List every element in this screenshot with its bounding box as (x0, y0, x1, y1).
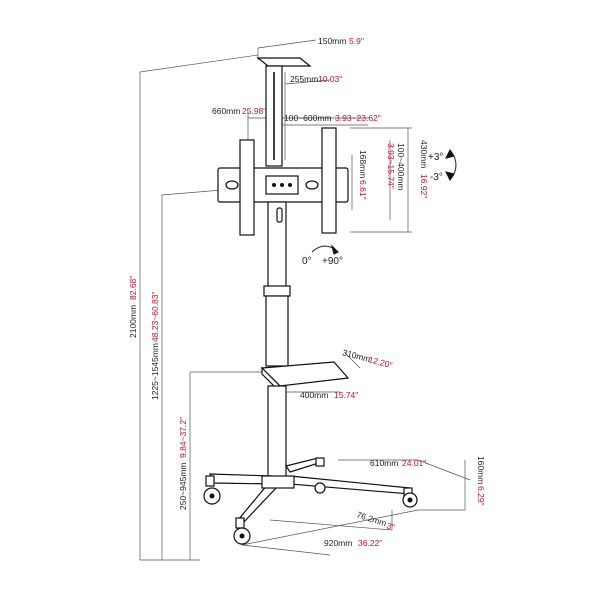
base-width-dim-line (241, 509, 419, 546)
shelf-width-label-in: 15.74" (334, 390, 358, 400)
base-depth-label-mm: 610mm (370, 458, 398, 468)
vesa-h-label-mm: 100~600mm (284, 113, 332, 123)
pole-knob (276, 207, 283, 223)
base-height-label: 160mm 6.29" (476, 456, 486, 506)
mount-slot-right (305, 180, 319, 190)
base-height-label-mm: 160mm (476, 456, 486, 484)
vesa-h-label-in: 3.93~23.62" (335, 113, 381, 123)
mount-range-label-mm: 1225~1545mm (150, 343, 160, 400)
pole-top-label-in: 10.03" (318, 74, 342, 84)
vesa-v-label-mm: 100~400mm (396, 143, 406, 191)
vesa-v-label-in: 3.93~15.74" (386, 143, 396, 189)
mount-height-top-leader (161, 189, 223, 196)
mount-arm-left (239, 139, 255, 236)
rail-height-label-in: 6.61" (358, 180, 368, 200)
caster-left (203, 475, 221, 505)
tilt-up-label: +3° (428, 152, 443, 163)
caster-back (314, 457, 326, 494)
base-hub (261, 475, 295, 489)
main-pole-lower (265, 295, 289, 367)
bottom-pole (267, 385, 287, 479)
mount-width-label-in: 25.98" (242, 106, 266, 116)
mount-range-label: 1225~1545mm 48.23~60.83" (150, 291, 160, 400)
total-height-label-in: 82.68" (128, 276, 138, 300)
mount-bolt (288, 183, 292, 187)
top-bracket (256, 57, 312, 67)
mount-range-label-in: 48.23~60.83" (150, 291, 160, 342)
shelf-depth-label-in: 12.20" (367, 354, 393, 370)
caster-front (233, 517, 251, 545)
shelf-depth-label-mm: 310mm (341, 347, 371, 364)
rail-height-label: 168mm 6.61" (358, 150, 368, 200)
rotate-arrow-head (331, 244, 339, 255)
base-width-label-mm: 920mm (324, 538, 352, 548)
top-bracket-label-in: 5.9" (349, 36, 364, 46)
tilt-down-label: -3° (430, 172, 443, 183)
pole-collar (263, 285, 291, 297)
vesa-v-label: 100~400mm 3.93~15.74" (386, 143, 406, 191)
base-depth-leader (417, 459, 471, 481)
pole-top-leader (284, 79, 331, 85)
total-height-label: 2100mm 82.68" (128, 276, 138, 338)
caster-label-mm: 76.2mm (355, 509, 387, 528)
mount-height-label-in: 16.92" (419, 174, 429, 198)
mount-arm-right (321, 127, 337, 234)
base-leg-right (289, 475, 411, 495)
top-bracket-label-mm: 150mm (318, 36, 346, 46)
rail-height-label-mm: 168mm (358, 150, 368, 178)
shelf-width-label-mm: 400mm (300, 390, 328, 400)
caster-right (402, 487, 418, 508)
mount-width-label-mm: 660mm (212, 106, 240, 116)
total-height-top-leader (139, 54, 259, 73)
shelf-range-label: 250~945mm 9.84~37.2" (178, 417, 188, 510)
mount-height-label: 430mm 16.92" (419, 140, 429, 198)
base-width-label-in: 36.22" (358, 538, 382, 548)
tilt-arrow-head-up (445, 149, 455, 159)
top-bracket-dim-line (257, 39, 317, 49)
base-depth-label-in: 24.01" (402, 458, 426, 468)
shelf-range-label-in: 9.84~37.2" (178, 417, 188, 458)
rotate-to-label: +90° (322, 256, 343, 267)
total-height-label-mm: 2100mm (128, 305, 138, 338)
caster-label-in: 3" (385, 520, 395, 532)
mount-bolt (272, 183, 276, 187)
rotate-from-label: 0° (302, 256, 312, 267)
shelf-depth-leader (344, 352, 361, 369)
shelf-range-label-mm: 250~945mm (178, 463, 188, 511)
mount-bolt (280, 183, 284, 187)
base-width-bottom-leader (241, 544, 331, 556)
caster-leader (269, 519, 393, 531)
tilt-arrow-head-down (445, 171, 455, 181)
base-height-label-in: 6.29" (476, 486, 486, 506)
mount-slot-left (225, 180, 239, 190)
pole-top-label-mm: 255mm (290, 74, 318, 84)
mount-height-label-mm: 430mm (419, 140, 429, 168)
